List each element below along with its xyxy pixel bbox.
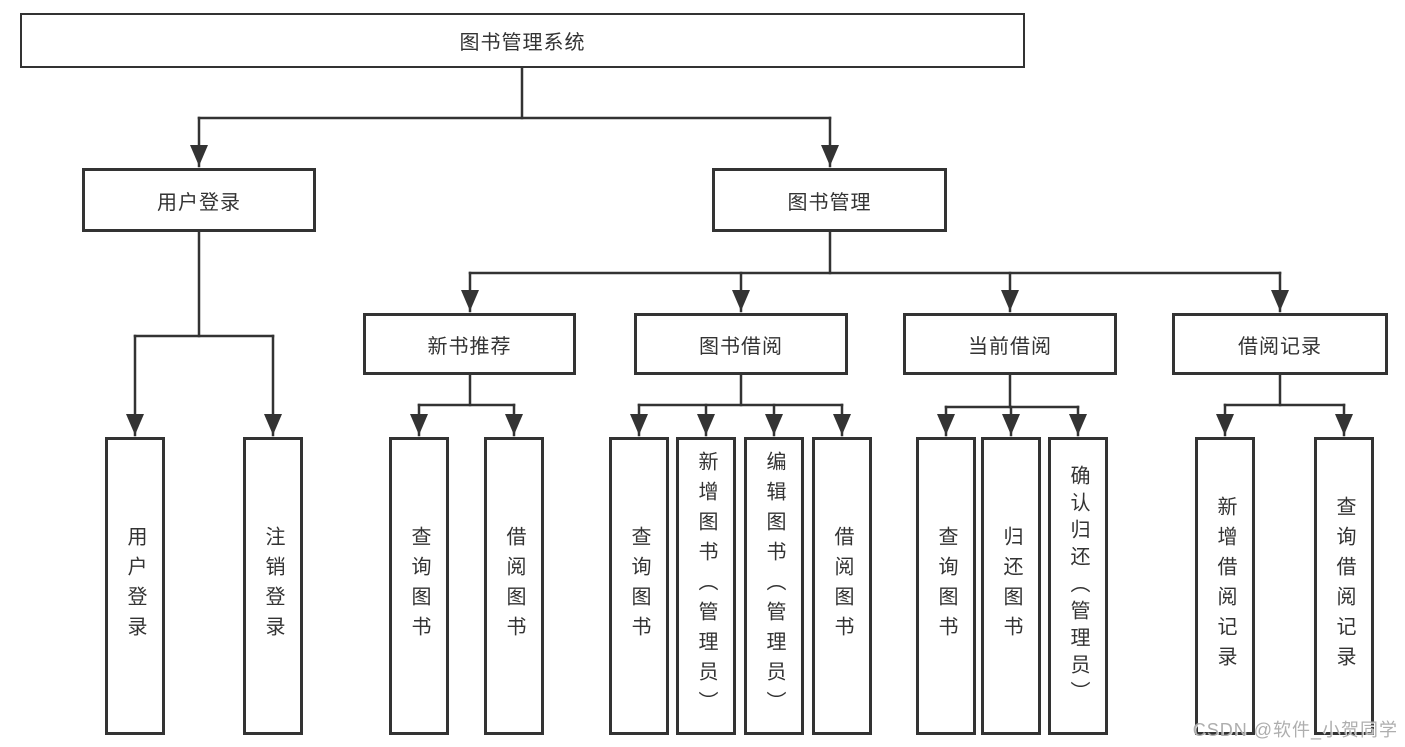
leaf-return-books-label: 归还图书 <box>1000 526 1022 646</box>
leaf-edit-books-admin-label: 编辑图书（管理员） <box>763 451 785 721</box>
leaf-add-borrow-record: 新增借阅记录 <box>1195 437 1255 735</box>
leaf-query-books-recommend-label: 查询图书 <box>408 526 430 646</box>
node-book-management-label: 图书管理 <box>787 191 872 214</box>
leaf-query-borrow-record: 查询借阅记录 <box>1314 437 1374 735</box>
node-book-borrow: 图书借阅 <box>634 313 848 375</box>
node-new-book-recommend: 新书推荐 <box>363 313 576 375</box>
leaf-return-books: 归还图书 <box>981 437 1041 735</box>
node-user-login-label: 用户登录 <box>157 191 241 214</box>
node-new-book-recommend-label: 新书推荐 <box>427 335 512 358</box>
leaf-borrow-books-borrow: 借阅图书 <box>812 437 872 735</box>
leaf-query-books-current: 查询图书 <box>916 437 976 735</box>
leaf-edit-books-admin: 编辑图书（管理员） <box>744 437 804 735</box>
leaf-add-books-admin-label: 新增图书（管理员） <box>695 451 717 721</box>
leaf-query-books-current-label: 查询图书 <box>935 526 957 646</box>
csdn-watermark: CSDN @软件_小贺同学 <box>1192 720 1398 740</box>
leaf-add-borrow-record-label: 新增借阅记录 <box>1214 496 1236 676</box>
node-book-management: 图书管理 <box>712 168 947 232</box>
node-borrow-records: 借阅记录 <box>1172 313 1388 375</box>
leaf-confirm-return-admin-label: 确认归还（管理员） <box>1067 464 1089 708</box>
node-user-login: 用户登录 <box>82 168 316 232</box>
leaf-query-books-borrow-label: 查询图书 <box>628 526 650 646</box>
leaf-borrow-books-borrow-label: 借阅图书 <box>831 526 853 646</box>
leaf-user-login-label: 用户登录 <box>124 526 146 646</box>
leaf-query-books-borrow: 查询图书 <box>609 437 669 735</box>
leaf-query-books-recommend: 查询图书 <box>389 437 449 735</box>
leaf-user-login: 用户登录 <box>105 437 165 735</box>
leaf-borrow-books-recommend-label: 借阅图书 <box>503 526 525 646</box>
node-current-borrow: 当前借阅 <box>903 313 1117 375</box>
node-root-system: 图书管理系统 <box>20 13 1025 68</box>
leaf-logout-label: 注销登录 <box>262 526 284 646</box>
node-current-borrow-label: 当前借阅 <box>968 335 1052 358</box>
leaf-add-books-admin: 新增图书（管理员） <box>676 437 736 735</box>
leaf-borrow-books-recommend: 借阅图书 <box>484 437 544 735</box>
node-book-borrow-label: 图书借阅 <box>699 335 783 358</box>
node-borrow-records-label: 借阅记录 <box>1238 335 1322 358</box>
leaf-confirm-return-admin: 确认归还（管理员） <box>1048 437 1108 735</box>
leaf-query-borrow-record-label: 查询借阅记录 <box>1333 496 1355 676</box>
node-root-label: 图书管理系统 <box>459 32 586 54</box>
leaf-logout: 注销登录 <box>243 437 303 735</box>
